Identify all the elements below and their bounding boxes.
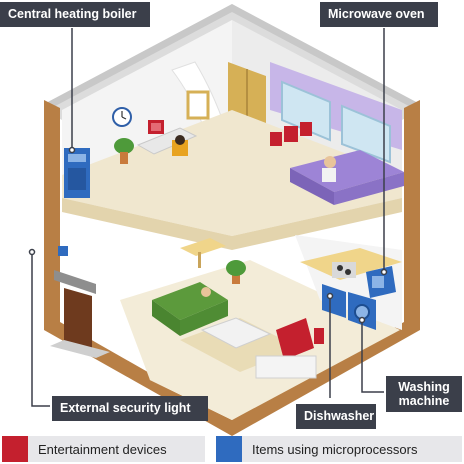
door-step	[50, 340, 110, 358]
label-washing-machine: Washing machine	[386, 376, 462, 412]
cooker	[332, 262, 356, 278]
legend-microprocessors: Items using microprocessors	[216, 436, 462, 462]
plant-lower-pot	[232, 272, 240, 284]
dining-table	[180, 238, 226, 256]
desk-chair	[172, 140, 188, 156]
television	[276, 318, 314, 360]
person-on-sofa	[201, 287, 211, 297]
label-dishwasher: Dishwasher	[296, 404, 376, 429]
right-outer-wall	[232, 100, 420, 436]
label-external-security-light: External security light	[52, 396, 208, 421]
front-door-canopy	[54, 270, 96, 294]
front-door	[64, 288, 92, 352]
label-central-heating-boiler: Central heating boiler	[0, 2, 150, 27]
leader-lines	[31, 28, 385, 407]
desk	[136, 127, 198, 155]
stereo-speaker-1	[270, 132, 282, 146]
stereo-unit	[284, 126, 298, 142]
bedroom-window-2	[341, 104, 391, 164]
legend-entertainment: Entertainment devices	[2, 436, 205, 462]
bedroom-window	[281, 80, 331, 142]
label-microwave-oven: Microwave oven	[320, 2, 438, 27]
leader-dots	[28, 146, 388, 324]
coffee-table	[200, 317, 272, 349]
picture-frame	[186, 90, 210, 120]
dishwasher	[322, 284, 346, 318]
upper-floor	[62, 110, 402, 236]
external-security-light	[58, 246, 68, 256]
legend-microprocessors-label: Items using microprocessors	[252, 441, 418, 457]
person-on-bed	[324, 156, 336, 168]
stereo-speaker-2	[300, 122, 312, 136]
bed	[290, 150, 404, 192]
plant-upper	[114, 138, 134, 154]
plant-lower	[226, 260, 246, 276]
microprocessors-swatch	[216, 436, 242, 462]
tv-cabinet	[255, 355, 317, 379]
legend-entertainment-label: Entertainment devices	[38, 441, 167, 457]
upper-floor-edge	[62, 198, 402, 250]
games-console	[314, 328, 324, 344]
entertainment-swatch	[2, 436, 28, 462]
